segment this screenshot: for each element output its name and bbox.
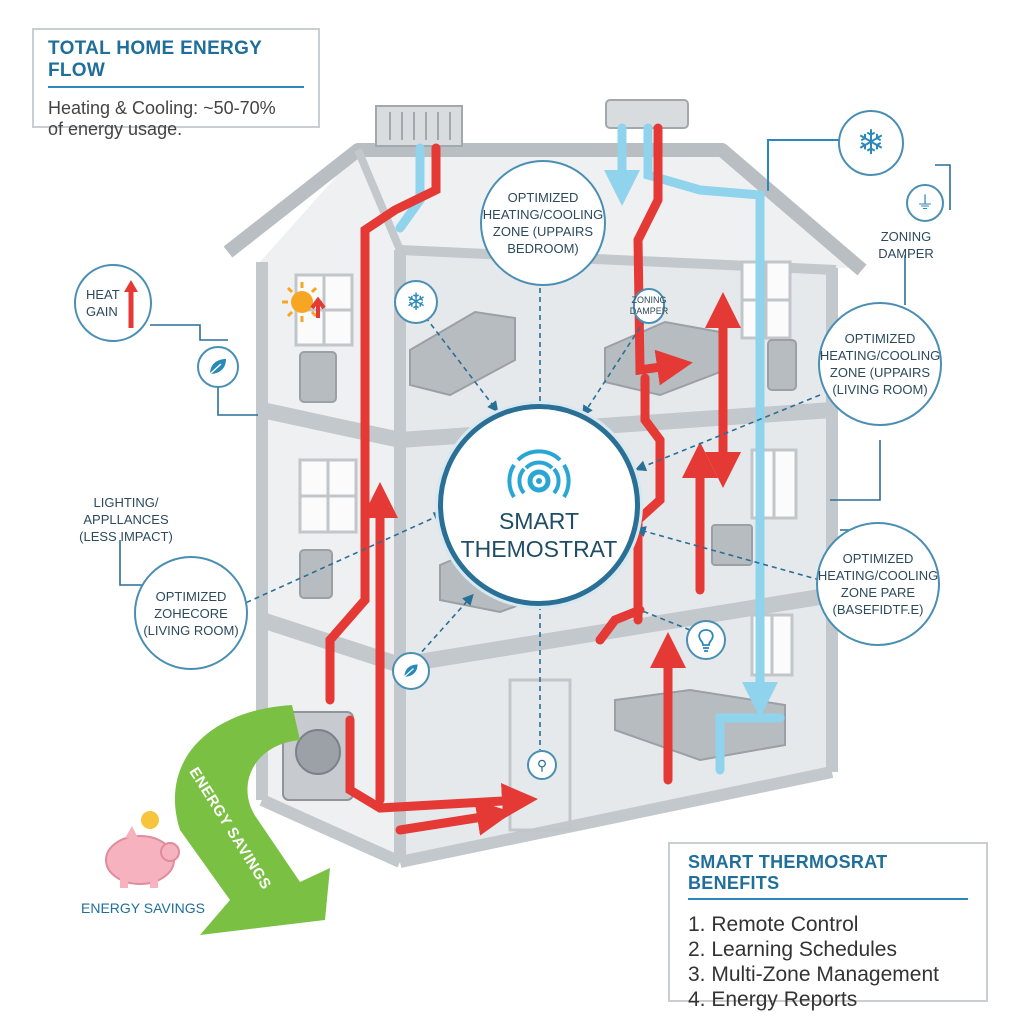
- benefits-box: SMART THERMOSRAT BENEFITS 1. Remote Cont…: [668, 842, 988, 1011]
- zone-text: ZOHECORE: [154, 605, 228, 621]
- zoning-damper-line2: DAMPER: [878, 246, 934, 261]
- sensor-icon: ⚲: [536, 756, 548, 773]
- zone-text: (LIVING ROOM): [143, 622, 239, 638]
- lighting-line1: LIGHTING/: [93, 495, 159, 510]
- heat-gain-line1: HEAT: [86, 287, 120, 302]
- zoning-damper-small-line2: DAMPER: [629, 306, 669, 316]
- zone-text: (BASEFIDTF.E): [832, 602, 924, 617]
- dashed-links: [229, 270, 821, 750]
- thermostat-title-line2: THEMOSTRAT: [460, 536, 618, 562]
- snowflake-icon: ❄: [405, 288, 427, 316]
- thermometer-icon: ⏚: [916, 192, 934, 213]
- benefit-item: 2. Learning Schedules: [688, 938, 897, 961]
- piggy-bank-icon: [105, 811, 180, 888]
- smart-thermostat-callout: SMART THEMOSTRAT: [438, 404, 640, 606]
- sensor-callout: ⚲: [527, 750, 557, 780]
- lightbulb-icon: [698, 629, 714, 652]
- zone-text: ZONE PARE: [840, 585, 916, 600]
- energy-flow-box: TOTAL HOME ENERGY FLOW Heating & Cooling…: [32, 28, 320, 139]
- zone-text: OPTIMIZED: [155, 588, 227, 604]
- heat-gain-callout: HEAT GAIN: [74, 264, 152, 342]
- zone-text: BEDROOM): [507, 241, 579, 256]
- energy-flow-text-2: of energy usage.: [48, 119, 183, 139]
- zoning-damper-line1: ZONING: [880, 229, 932, 244]
- zone-text: OPTIMIZED: [842, 551, 914, 566]
- benefits-title: SMART THERMOSRAT BENEFITS: [688, 852, 968, 900]
- leaf-callout-upper: [197, 346, 239, 388]
- lightbulb-callout: [686, 620, 726, 660]
- snowflake-callout-right: ❄: [838, 110, 904, 176]
- leaf-icon: [404, 664, 418, 678]
- thermostat-title-line1: SMART: [498, 508, 580, 534]
- zone-text: ZONE (UPPAIRS: [492, 224, 594, 239]
- heat-up-arrow-icon: [124, 280, 138, 328]
- snowflake-icon: ❄: [856, 123, 886, 162]
- zone-text: HEATING/COOLING: [819, 348, 941, 363]
- zone-text: OPTIMIZED: [844, 331, 916, 346]
- heat-ducts: [325, 123, 741, 836]
- wifi-signal-icon: [507, 449, 571, 499]
- energy-savings-label: ENERGY SAVINGS: [81, 900, 205, 916]
- heat-gain-line2: GAIN: [86, 304, 118, 319]
- zone-text: ZONE (UPPAIRS: [829, 365, 931, 380]
- benefit-item: 4. Energy Reports: [688, 988, 858, 1011]
- thermometer-callout: ⏚: [906, 184, 944, 222]
- basement-zone-callout: OPTIMIZED HEATING/COOLING ZONE PARE (BAS…: [816, 522, 940, 646]
- sun-icon: [282, 282, 326, 322]
- benefit-item: 1. Remote Control: [688, 913, 859, 936]
- upstairs-bedroom-zone-callout: OPTIMIZED HEATING/COOLING ZONE (UPPAIRS …: [480, 160, 606, 286]
- benefit-item: 3. Multi-Zone Management: [688, 963, 939, 986]
- living-core-zone-callout: OPTIMIZED ZOHECORE (LIVING ROOM): [134, 556, 248, 670]
- lighting-line3: (LESS IMPACT): [79, 529, 173, 544]
- savings-arrow: [174, 705, 330, 935]
- lighting-label: LIGHTING/ APPLLANCES (LESS IMPACT): [66, 494, 186, 545]
- outdoor-units: [282, 99, 689, 801]
- benefits-list: 1. Remote Control 2. Learning Schedules …: [688, 912, 968, 1012]
- zoning-damper-small-line1: ZONING: [631, 295, 667, 305]
- zone-text: HEATING/COOLING: [482, 207, 604, 222]
- leaf-icon: [209, 359, 226, 375]
- upstairs-living-zone-callout: OPTIMIZED HEATING/COOLING ZONE (UPPAIRS …: [818, 302, 942, 426]
- lighting-line2: APPLLANCES: [83, 512, 169, 527]
- zoning-damper-label: ZONING DAMPER: [868, 228, 944, 262]
- cool-ducts: [395, 123, 861, 775]
- snowflake-callout-left: ❄: [394, 280, 438, 324]
- zoning-damper-small-callout: ZONING DAMPER: [630, 288, 668, 324]
- zone-text: (LIVING ROOM): [832, 382, 928, 397]
- zone-text: HEATING/COOLING: [817, 568, 939, 583]
- zone-text: OPTIMIZED: [507, 190, 579, 205]
- energy-flow-text-1: Heating & Cooling: ~50-70%: [48, 98, 276, 118]
- leaf-callout-lower: [392, 652, 430, 690]
- connector-lines: [119, 164, 951, 586]
- energy-flow-title: TOTAL HOME ENERGY FLOW: [48, 38, 304, 88]
